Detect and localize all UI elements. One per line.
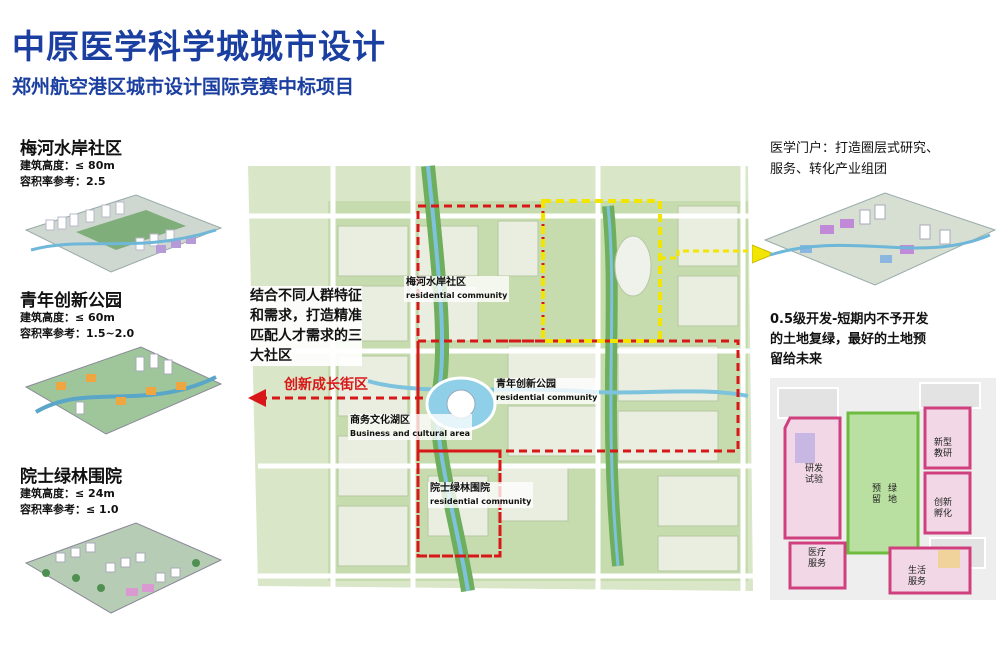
zone-rd-1: 研发: [805, 464, 824, 474]
map-label-shangwu-en: Business and cultural area: [350, 429, 471, 438]
map-note: 结合不同人群特征 和需求，打造精准 匹配人才需求的三 大社区: [250, 286, 362, 366]
map-note-line-2: 和需求，打造精准: [250, 308, 362, 324]
page-title: 中原医学科学城城市设计: [12, 27, 386, 66]
map-note-line-4: 大社区: [250, 348, 292, 364]
zone-label-medical: 医疗服务: [808, 548, 826, 570]
zone-incubation-1: 创新: [934, 498, 953, 508]
map-note-line-3: 匹配人才需求的三: [250, 328, 362, 344]
map-label-meihe-en: residential community: [406, 291, 508, 300]
phase-line-3: 留给未来: [770, 352, 823, 367]
map-label-yuanshi-cn: 院士绿林围院: [430, 483, 490, 494]
community-2-name: 青年创新公园: [20, 291, 122, 311]
zone-green-2: 地: [888, 495, 898, 505]
map-label-yuanshi: 院士绿林围院 residential community: [428, 482, 534, 508]
map-label-yuanshi-en: residential community: [430, 497, 532, 506]
zone-incubation-2: 孵化: [934, 509, 953, 519]
map-label-shangwu-cn: 商务文化湖区: [350, 415, 410, 426]
zone-label-teaching: 新型教研: [934, 438, 952, 460]
community-1-height: 建筑高度：≤ 80m: [20, 159, 115, 172]
map-note-line-1: 结合不同人群特征: [250, 288, 362, 304]
zone-label-reserve: 预留: [872, 484, 881, 506]
zone-label-living: 生活服务: [908, 566, 926, 588]
phase-line-2: 的土地复绿，最好的土地预: [770, 332, 927, 347]
zone-reserve-2: 留: [872, 495, 882, 505]
gateway-render: [763, 192, 997, 286]
zone-reserve-1: 预: [872, 484, 882, 494]
zone-teaching-1: 新型: [934, 438, 953, 448]
community-2-render: [24, 346, 223, 435]
zone-green-1: 绿: [888, 484, 898, 494]
zone-rd-2: 试验: [805, 475, 824, 485]
community-1-name: 梅河水岸社区: [20, 139, 122, 159]
community-2-height: 建筑高度：≤ 60m: [20, 311, 115, 324]
zone-label-rd: 研发试验: [805, 464, 823, 486]
zone-medical-2: 服务: [808, 559, 827, 569]
zone-living-2: 服务: [908, 577, 927, 587]
community-2-far: 容积率参考：1.5~2.0: [20, 327, 135, 340]
gateway-line-2: 服务、转化产业组团: [770, 162, 888, 177]
map-label-qingnian-en: residential community: [496, 393, 598, 402]
gateway-line-1: 医学门户：打造圈层式研究、: [770, 141, 940, 156]
page-subtitle: 郑州航空港区城市设计国际竞赛中标项目: [12, 76, 355, 98]
community-3-render: [24, 522, 223, 614]
gateway-text: 医学门户：打造圈层式研究、 服务、转化产业组团: [770, 138, 939, 180]
map-label-meihe: 梅河水岸社区 residential community: [404, 276, 510, 302]
map-label-qingnian-cn: 青年创新公园: [496, 379, 556, 390]
yellow-arrow-icon: [752, 244, 776, 264]
zone-medical-1: 医疗: [808, 548, 827, 558]
zone-label-green: 绿地: [888, 484, 897, 506]
community-1-far: 容积率参考：2.5: [20, 175, 106, 188]
community-3-name: 院士绿林围院: [20, 467, 122, 487]
community-3-far: 容积率参考：≤ 1.0: [20, 503, 119, 516]
community-3-height: 建筑高度：≤ 24m: [20, 487, 115, 500]
map-label-meihe-cn: 梅河水岸社区: [406, 277, 466, 288]
arrow-label: 创新成长街区: [284, 377, 368, 393]
zone-teaching-2: 教研: [934, 449, 953, 459]
phase-text: 0.5级开发-短期内不予开发 的土地复绿，最好的土地预 留给未来: [770, 310, 928, 370]
community-1-render: [24, 194, 223, 273]
zoning-diagram: [770, 378, 996, 600]
map-label-shangwu: 商务文化湖区 Business and cultural area: [348, 414, 473, 440]
zone-label-incubation: 创新孵化: [934, 498, 952, 520]
phase-line-1: 0.5级开发-短期内不予开发: [770, 312, 929, 327]
map-label-qingnian: 青年创新公园 residential community: [494, 378, 600, 404]
zone-living-1: 生活: [908, 566, 927, 576]
